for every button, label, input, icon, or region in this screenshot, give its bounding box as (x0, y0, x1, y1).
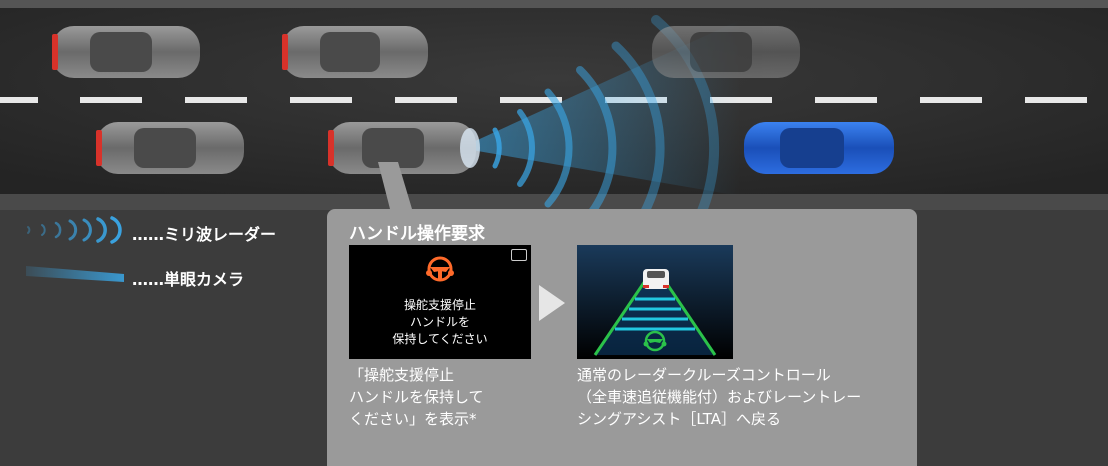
warning-message: 操舵支援停止 ハンドルを 保持してください (349, 297, 531, 348)
target-car (744, 122, 894, 174)
car-upper-2 (282, 26, 428, 78)
camera-cone-icon (26, 266, 124, 282)
car-upper-3 (652, 26, 800, 78)
car-upper-1 (52, 26, 200, 78)
panel-title: ハンドル操作要求 (349, 224, 485, 244)
caption-left: 「操舵支援停止 ハンドルを保持して ください」を表示* (349, 364, 484, 430)
return-icon (511, 249, 527, 261)
legend-camera: ……単眼カメラ (18, 260, 318, 290)
steering-wheel-warning-icon (426, 256, 454, 282)
ego-car (328, 122, 480, 174)
transition-arrow (539, 285, 565, 321)
steering-request-panel: ハンドル操作要求 操舵支援停止 ハンドルを 保持してください (327, 209, 917, 466)
steering-wheel-ok-icon (643, 330, 667, 352)
caption-right: 通常のレーダークルーズコントロール （全車速追従機能付）およびレーントレー シン… (577, 364, 861, 430)
warning-line: 保持してください (392, 332, 488, 346)
caption-left-line: ハンドルを保持して (349, 388, 484, 406)
callout-pointer (378, 162, 412, 209)
caption-right-line: シングアシスト［LTA］へ戻る (577, 410, 781, 428)
warning-line: ハンドルを (409, 315, 470, 329)
warning-display: 操舵支援停止 ハンドルを 保持してください (349, 245, 531, 359)
legend-radar-label: ……ミリ波レーダー (132, 225, 277, 244)
lta-display (577, 245, 733, 359)
caption-left-line: ください」を表示* (349, 410, 477, 428)
caption-right-line: （全車速追従機能付）およびレーントレー (577, 388, 862, 406)
lta-lane-graphic (577, 245, 733, 359)
car-lower-1 (96, 122, 244, 174)
road-scene (0, 0, 1108, 210)
radar-wave-icon (27, 216, 122, 244)
road-edge-top (0, 0, 1108, 8)
caption-right-line: 通常のレーダークルーズコントロール (577, 366, 831, 384)
legend-radar: ……ミリ波レーダー (18, 215, 318, 245)
caption-left-line: 「操舵支援停止 (349, 366, 455, 384)
legend-camera-label: ……単眼カメラ (132, 270, 245, 289)
warning-line: 操舵支援停止 (403, 298, 476, 312)
